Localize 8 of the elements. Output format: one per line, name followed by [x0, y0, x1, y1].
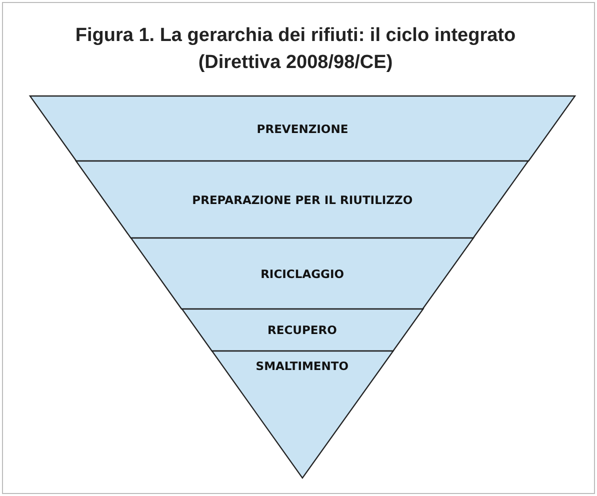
level-label: PREVENZIONE	[256, 122, 350, 136]
level-label: SMALTIMENTO	[254, 359, 350, 374]
level-label: RICICLAGGIO	[260, 266, 346, 280]
hierarchy-band	[30, 96, 575, 161]
hierarchy-band	[76, 161, 529, 238]
level-label: PREPARAZIONE PER IL RIUTILIZZO	[191, 192, 414, 206]
figure-title: Figura 1. La gerarchia dei rifiuti: il ciclo integrato (Direttiva 2008/98/CE)	[74, 24, 517, 75]
level-label: RECUPERO	[266, 323, 338, 337]
